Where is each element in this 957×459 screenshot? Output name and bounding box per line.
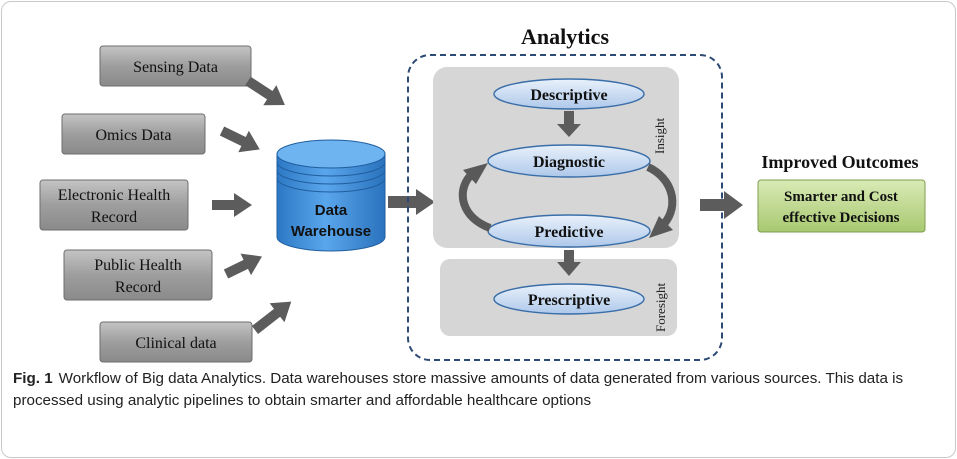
arrow-icon (463, 163, 488, 184)
workflow-diagram: Sensing Data Omics Data Electronic Healt… (39, 24, 926, 363)
source-electronic-health-record: Electronic Health Record (39, 179, 189, 231)
stage-descriptive: Descriptive (493, 78, 645, 110)
stage-diagnostic: Diagnostic (487, 144, 651, 178)
outcome-title: Improved Outcomes (761, 152, 918, 172)
source-label: Record (91, 209, 137, 226)
outcome-line: effective Decisions (782, 210, 899, 226)
data-warehouse-icon: Data Warehouse (276, 139, 386, 252)
source-public-health-record: Public Health Record (63, 249, 213, 301)
stage-label: Diagnostic (533, 154, 605, 171)
source-sensing-data: Sensing Data (99, 45, 252, 87)
outcome-line: Smarter and Cost (784, 189, 898, 205)
source-arrows (212, 76, 292, 334)
caption-label: Fig. 1 (13, 370, 53, 387)
arrow-icon (223, 253, 262, 279)
insight-label: Insight (652, 118, 667, 155)
source-clinical-data: Clinical data (99, 321, 253, 363)
stage-label: Predictive (534, 224, 603, 241)
arrow-icon (700, 191, 743, 219)
cycle-arrows (458, 163, 677, 238)
source-label: Sensing Data (133, 59, 218, 76)
source-label: Clinical data (135, 335, 216, 352)
arrow-down-icon (557, 250, 581, 276)
arrow-icon (212, 193, 252, 217)
source-label: Record (115, 279, 161, 296)
warehouse-label: Data (315, 202, 348, 219)
arrow-icon (251, 301, 292, 334)
analytics-title: Analytics (521, 24, 609, 49)
source-omics-data: Omics Data (61, 113, 206, 155)
foresight-label: Foresight (653, 283, 668, 333)
arrow-icon (219, 126, 260, 153)
stage-label: Prescriptive (528, 292, 610, 309)
arrow-icon (388, 189, 435, 215)
outcome-box: Smarter and Cost effective Decisions (757, 179, 926, 233)
caption-text: Workflow of Big data Analytics. Data war… (13, 370, 904, 409)
stage-prescriptive: Prescriptive (493, 283, 645, 315)
stage-predictive: Predictive (487, 214, 651, 248)
source-label: Public Health (94, 257, 182, 274)
source-label: Omics Data (96, 127, 172, 144)
source-label: Electronic Health (58, 187, 170, 204)
warehouse-label: Warehouse (291, 223, 371, 240)
stage-label: Descriptive (530, 87, 607, 104)
arrow-icon (245, 76, 285, 106)
arrow-down-icon (557, 111, 581, 137)
arrow-icon (649, 216, 673, 238)
